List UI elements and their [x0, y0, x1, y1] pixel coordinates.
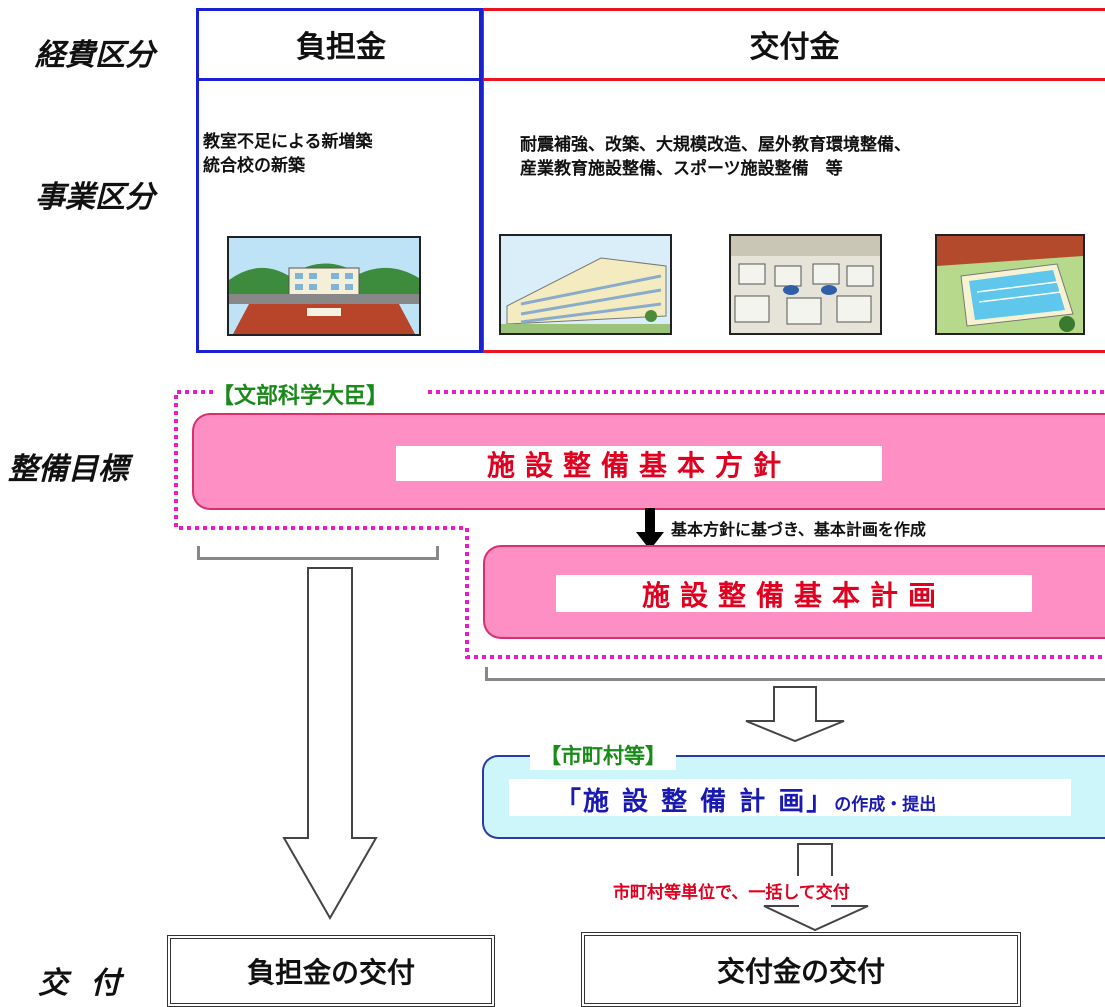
frame-bottom-left — [196, 350, 483, 353]
municipality-plan-name: 「施 設 整 備 計 画」 — [555, 787, 835, 817]
building-illustration — [499, 234, 672, 335]
kofukin-description-line: 産業教育施設整備、スポーツ施設整備 等 — [520, 159, 843, 179]
left-hollow-arrow-icon — [282, 567, 378, 921]
kofukin-description: 耐震補強、改築、大規模改造、屋外教育環境整備、 産業教育施設整備、スポーツ施設整… — [520, 133, 911, 181]
minister-label: 【文部科学大臣】 — [212, 384, 389, 409]
municipality-plan-suffix: の作成・提出 — [834, 795, 937, 815]
kofukin-description-line: 耐震補強、改築、大規模改造、屋外教育環境整備、 — [520, 135, 911, 155]
pool-illustration — [935, 234, 1085, 335]
new-school-illustration — [227, 236, 421, 336]
futankin-description: 教室不足による新増築 統合校の新築 — [203, 130, 373, 178]
municipality-plan-panel — [509, 779, 1071, 816]
arrow-note: 基本方針に基づき、基本計画を作成 — [671, 520, 926, 539]
basic-plan-title: 施設整備基本計画 — [556, 575, 1032, 612]
futankin-description-line: 統合校の新築 — [203, 156, 305, 176]
kofukin-title: 交付金 — [749, 30, 840, 65]
frame-bottom-right — [483, 350, 1105, 353]
municipality-plan-text: 「施 設 整 備 計 画」 の作成・提出 — [555, 781, 937, 817]
futankin-grant-box: 負担金の交付 — [167, 935, 495, 1007]
down-arrow-icon — [636, 508, 664, 550]
bulk-grant-note: 市町村等単位で、一括して交付 — [609, 876, 854, 905]
column-divider — [479, 8, 483, 353]
target-label: 整備目標 — [8, 452, 128, 487]
grant-label: 交 付 — [38, 966, 127, 1001]
basic-policy-title: 施設整備基本方針 — [396, 446, 882, 482]
municipality-label: 【市町村等】 — [530, 740, 676, 770]
kofukin-grant-box: 交付金の交付 — [581, 932, 1021, 1007]
futankin-title: 負担金 — [296, 30, 386, 65]
project-category-label: 事業区分 — [35, 180, 155, 215]
right-bracket — [485, 667, 1105, 681]
futankin-header-divider — [196, 78, 483, 81]
kofukin-header-divider — [481, 78, 1105, 81]
computer-room-illustration — [729, 234, 882, 335]
futankin-description-line: 教室不足による新増築 — [203, 132, 373, 152]
left-bracket — [197, 546, 439, 560]
right-hollow-arrow-icon — [745, 686, 845, 743]
expense-category-label: 経費区分 — [35, 38, 155, 73]
